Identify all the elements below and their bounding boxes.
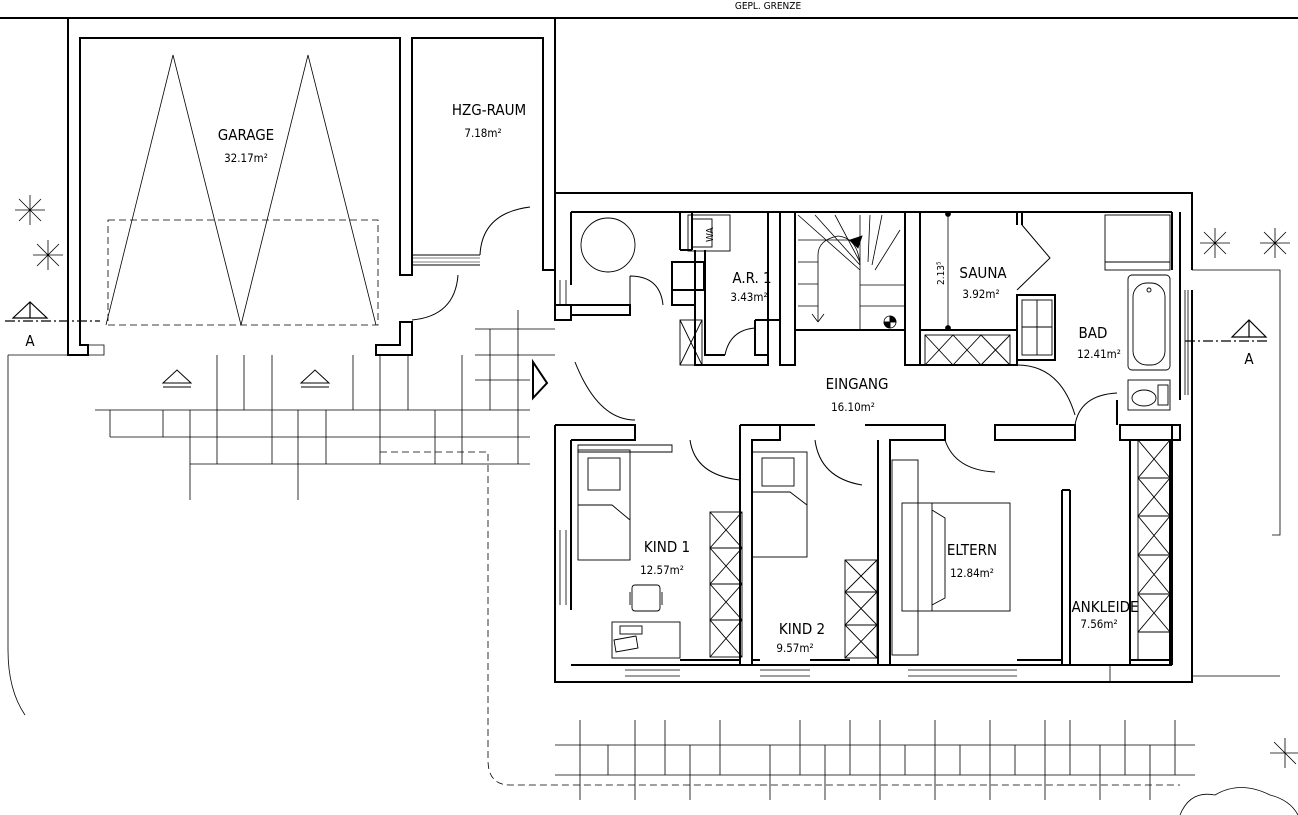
room-name-eltern: ELTERN xyxy=(947,541,997,559)
room-name-bad: BAD xyxy=(1079,324,1108,342)
room-name-hzg: HZG-RAUM xyxy=(452,101,526,119)
hzg-door xyxy=(411,206,531,321)
room-name-garage: GARAGE xyxy=(218,126,274,144)
closet-ar xyxy=(679,319,703,366)
section-label-left: A xyxy=(25,332,35,350)
desk xyxy=(611,621,681,659)
chair xyxy=(631,584,661,612)
room-area-ankleide: 7.56m² xyxy=(1080,617,1117,631)
boundary-label: GEPL. GRENZE xyxy=(735,1,802,12)
property-boundary: GEPL. GRENZE xyxy=(0,1,1298,19)
section-marker-left: A xyxy=(5,301,100,350)
site-lines xyxy=(7,219,1281,786)
wardrobe-kind1 xyxy=(709,511,743,658)
room-name-kind1: KIND 1 xyxy=(644,538,690,556)
room-name-ar: A.R. 1 xyxy=(732,269,771,287)
level-markers xyxy=(161,369,331,388)
room-name-eingang: EINGANG xyxy=(826,375,889,393)
sauna-dimension-label: 2.13⁵ xyxy=(936,261,947,285)
house-walls xyxy=(554,192,1193,683)
room-area-kind2: 9.57m² xyxy=(776,641,813,655)
round-table xyxy=(580,217,636,273)
paving-pattern xyxy=(95,310,1195,800)
section-marker-right: A xyxy=(1185,319,1270,368)
doors xyxy=(532,224,1118,486)
plant-symbols xyxy=(15,195,1298,815)
room-area-ar: 3.43m² xyxy=(730,290,767,304)
wardrobe-kind2 xyxy=(844,559,878,659)
windows xyxy=(559,280,1189,682)
room-area-hzg: 7.18m² xyxy=(464,126,501,140)
room-area-sauna: 3.92m² xyxy=(962,287,999,301)
sauna-dimension: 2.13⁵ xyxy=(936,211,951,331)
bathtub xyxy=(1127,274,1171,371)
fixtures xyxy=(577,214,1171,661)
room-name-ankleide: ANKLEIDE xyxy=(1071,598,1138,616)
wardrobe-ankleide xyxy=(1137,439,1171,661)
section-label-right: A xyxy=(1244,350,1254,368)
room-area-garage: 32.17m² xyxy=(224,151,268,165)
washbasin xyxy=(687,214,731,252)
garage-door-marks xyxy=(87,54,377,356)
room-area-bad: 12.41m² xyxy=(1077,347,1121,361)
staircase xyxy=(797,214,905,330)
washbasin-label: WA xyxy=(705,227,716,242)
room-area-eltern: 12.84m² xyxy=(950,566,994,580)
room-labels: GARAGE 32.17m² HZG-RAUM 7.18m² A.R. 1 3.… xyxy=(218,101,1139,655)
interior-walls xyxy=(671,212,1181,665)
bed-kind2 xyxy=(751,451,808,558)
room-name-kind2: KIND 2 xyxy=(779,620,825,638)
room-name-sauna: SAUNA xyxy=(959,264,1007,282)
room-area-eingang: 16.10m² xyxy=(831,400,875,414)
bed-eltern xyxy=(901,502,1011,612)
room-area-kind1: 12.57m² xyxy=(640,563,684,577)
